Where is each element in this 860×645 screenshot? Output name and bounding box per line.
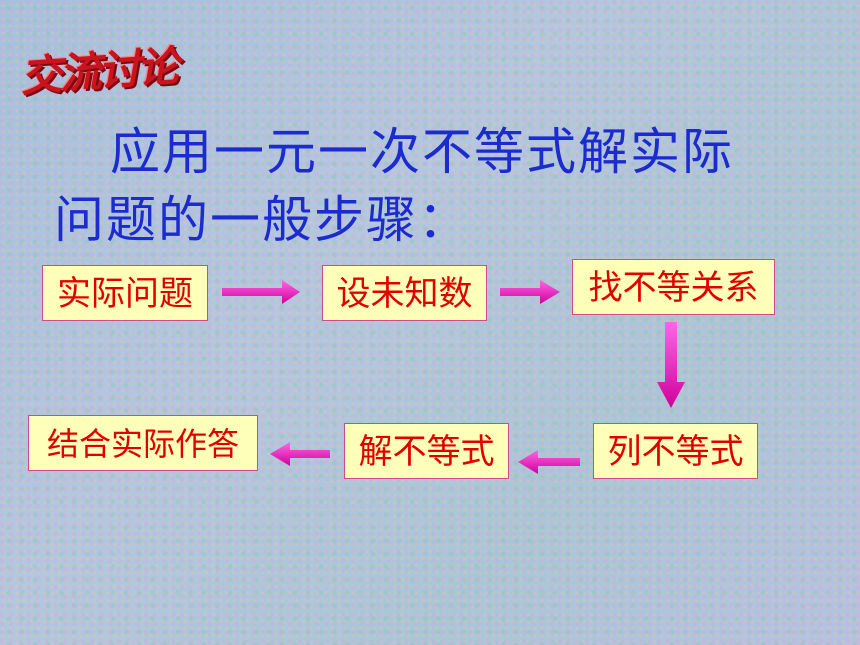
arrow-right-icon bbox=[500, 280, 560, 304]
arrow-left-icon bbox=[270, 442, 330, 466]
step-answer: 结合实际作答 bbox=[28, 415, 258, 471]
step-write-inequality: 列不等式 bbox=[593, 423, 758, 479]
title-line-1: 应用一元一次不等式解实际 bbox=[110, 123, 734, 181]
step-real-problem: 实际问题 bbox=[42, 265, 208, 321]
step-label: 找不等关系 bbox=[588, 268, 759, 308]
step-label: 结合实际作答 bbox=[46, 425, 239, 463]
step-label: 设未知数 bbox=[336, 274, 473, 314]
step-solve-inequality: 解不等式 bbox=[344, 423, 509, 479]
step-find-relation: 找不等关系 bbox=[572, 259, 775, 315]
step-label: 列不等式 bbox=[607, 432, 744, 472]
step-set-unknown: 设未知数 bbox=[322, 265, 487, 321]
title-line-2: 问题的一般步骤： bbox=[54, 191, 470, 249]
page-title: 应用一元一次不等式解实际 问题的一般步骤： bbox=[54, 118, 834, 254]
arrow-left-icon bbox=[518, 450, 580, 474]
arrow-right-icon bbox=[222, 280, 300, 304]
arrow-down-icon bbox=[657, 322, 685, 408]
step-label: 解不等式 bbox=[358, 432, 495, 472]
step-label: 实际问题 bbox=[57, 274, 193, 314]
